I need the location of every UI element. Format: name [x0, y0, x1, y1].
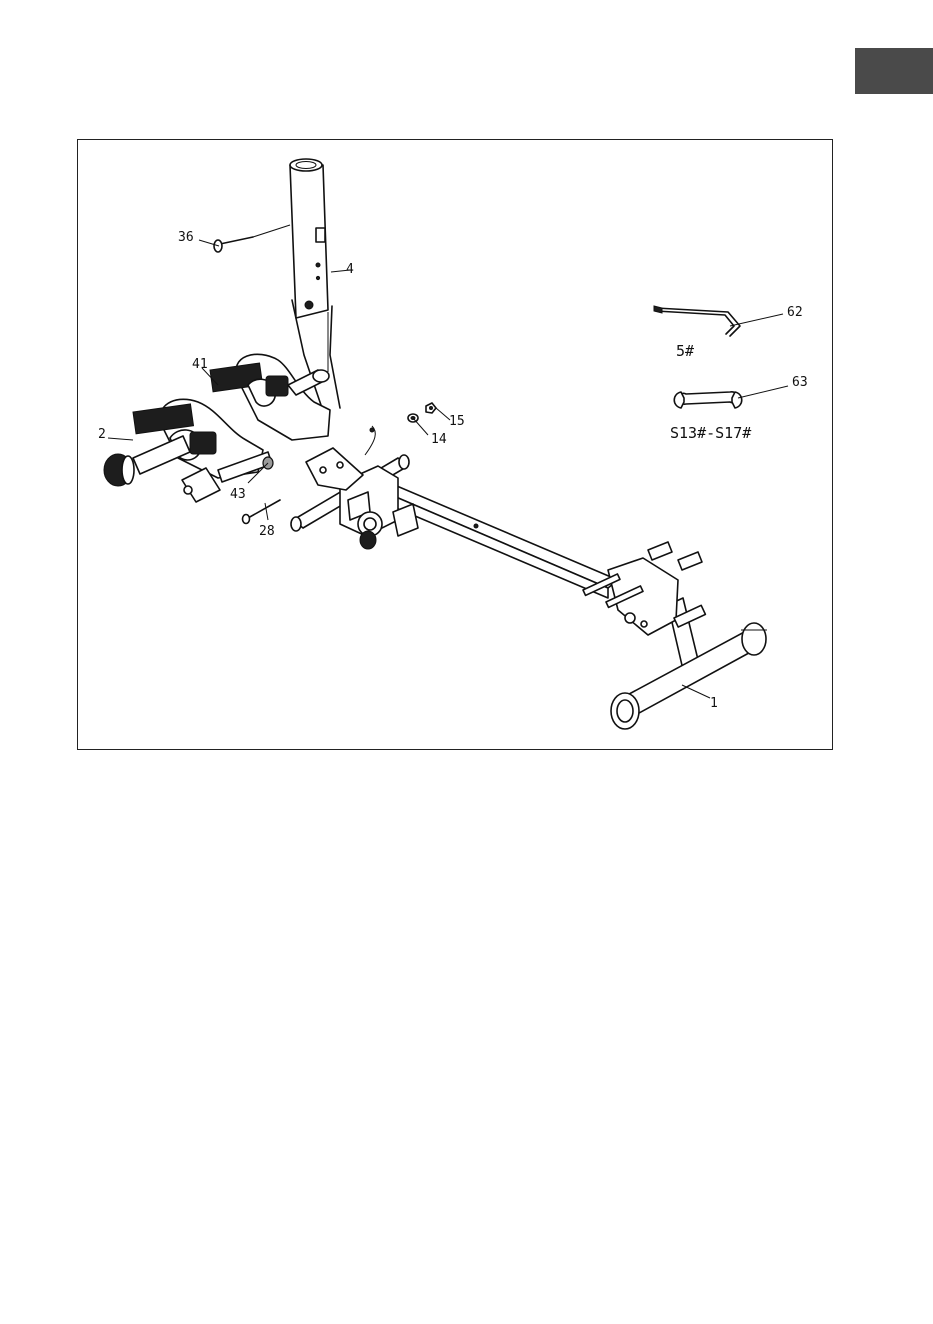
lower-pedal-assembly	[104, 399, 272, 502]
wrench-size-label: S13#-S17#	[670, 424, 751, 442]
label-part-1: 1	[710, 696, 718, 711]
language-tab	[855, 48, 933, 94]
label-part-14: 14	[431, 432, 447, 447]
label-part-62: 62	[787, 305, 803, 320]
label-part-43: 43	[230, 487, 246, 502]
allen-key-size-label: 5#	[676, 342, 694, 360]
label-part-36: 36	[178, 230, 194, 245]
wrench-tool	[674, 392, 742, 408]
assembly-diagram-frame: 36 4 41 2 15 14 43 28 62 63 1 5# S13#-S1…	[77, 139, 833, 750]
allen-key-tool	[654, 306, 740, 336]
assembly-diagram: 36 4 41 2 15 14 43 28 62 63 1 5# S13#-S1…	[78, 140, 832, 749]
label-part-63: 63	[792, 375, 808, 390]
rear-bracket	[583, 542, 705, 635]
main-frame-beam	[368, 478, 618, 598]
label-part-2: 2	[98, 427, 106, 442]
label-part-15: 15	[449, 414, 465, 429]
label-part-4: 4	[346, 262, 354, 277]
label-part-41: 41	[192, 357, 208, 372]
label-part-28: 28	[259, 524, 275, 539]
